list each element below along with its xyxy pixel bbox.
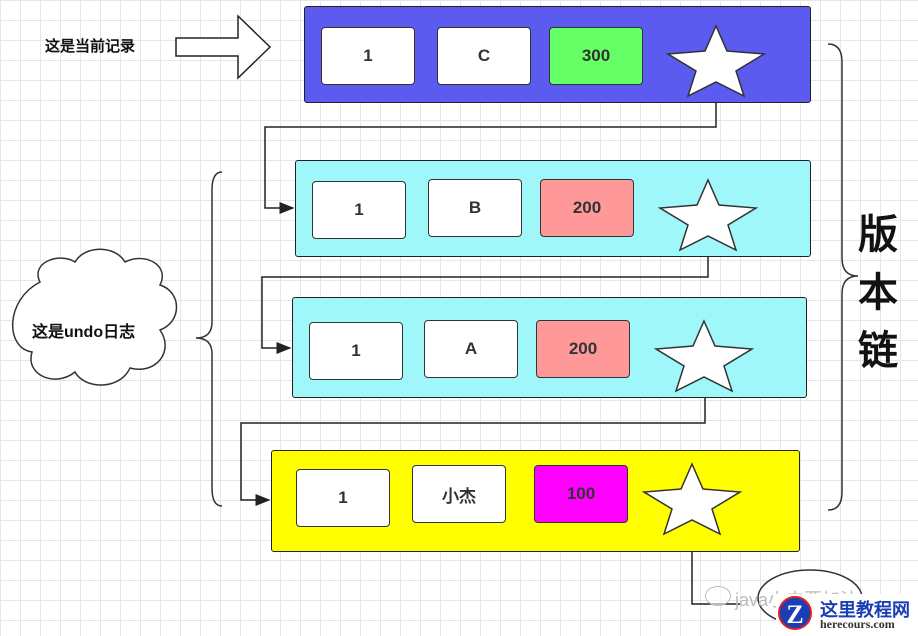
- roll-pointer-line-2: [261, 236, 709, 354]
- hollow-arrow-icon: [175, 14, 272, 80]
- field-name: B: [428, 179, 522, 237]
- field-value: 300: [549, 27, 643, 85]
- site-logo: Z 这里教程网 herecours.com: [776, 594, 918, 636]
- version-chain-label: 版 本 链: [853, 206, 903, 380]
- field-id: 1: [321, 27, 415, 85]
- field-value: 200: [536, 320, 630, 378]
- version-chain-char: 版: [858, 213, 898, 257]
- current-record: 1 C 300: [304, 6, 811, 103]
- field-name: 小杰: [412, 465, 506, 523]
- undo-log-label: 这是undo日志: [32, 324, 136, 341]
- wechat-icon: [705, 586, 731, 606]
- right-brace: [827, 43, 859, 511]
- field-id: 1: [296, 469, 390, 527]
- undo-record-1: 1 B 200: [295, 160, 811, 257]
- field-name: A: [424, 320, 518, 378]
- field-value: 200: [540, 179, 634, 237]
- undo-record-2: 1 A 200: [292, 297, 807, 398]
- roll-pointer-line-1: [264, 84, 717, 214]
- version-chain-char: 链: [858, 329, 898, 373]
- current-record-label: 这是当前记录: [45, 38, 136, 55]
- version-chain-char: 本: [858, 271, 898, 315]
- undo-record-3: 1 小杰 100: [271, 450, 800, 552]
- left-brace: [195, 171, 223, 507]
- logo-title: 这里教程网: [820, 600, 910, 620]
- field-id: 1: [309, 322, 403, 380]
- cloud-shape: [11, 248, 178, 386]
- roll-pointer-line-3: [240, 378, 706, 506]
- logo-url: herecours.com: [820, 617, 895, 631]
- logo-z-icon: Z: [778, 596, 812, 630]
- field-value: 100: [534, 465, 628, 523]
- field-id: 1: [312, 181, 406, 239]
- field-name: C: [437, 27, 531, 85]
